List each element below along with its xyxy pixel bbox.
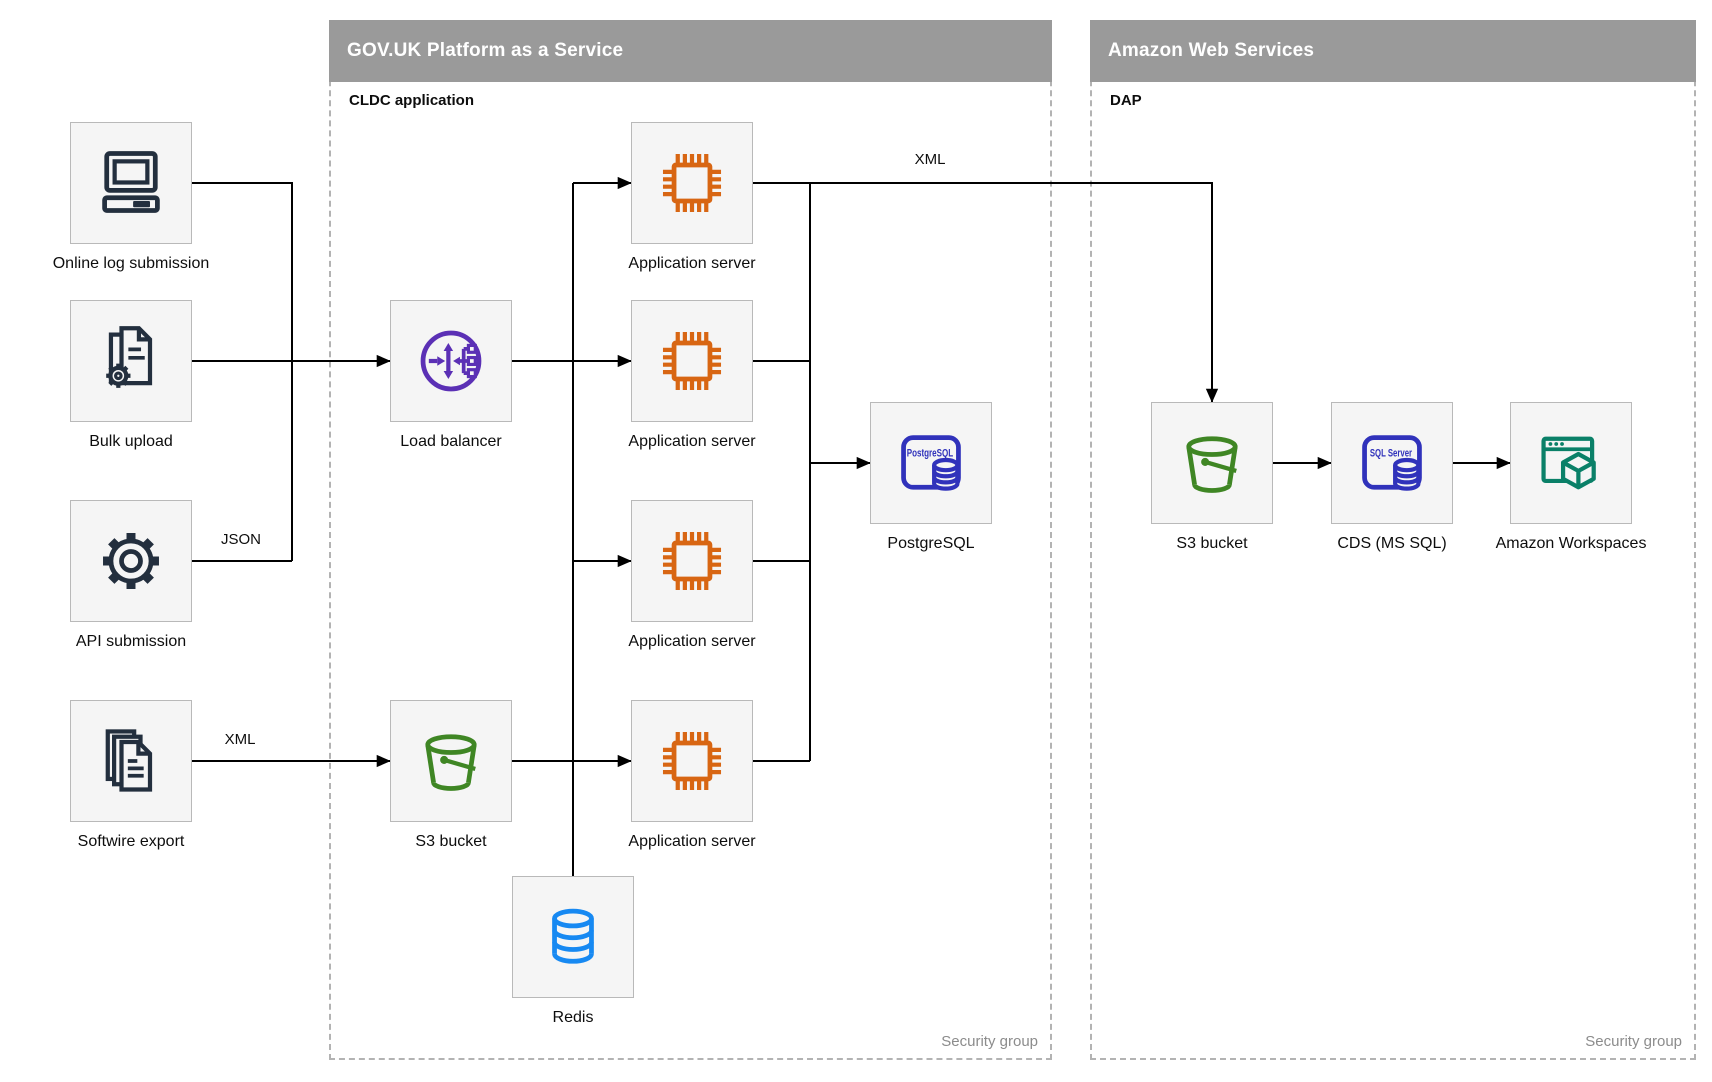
- node-redis: [512, 876, 634, 998]
- node-label-online-log-submission: Online log submission: [52, 255, 210, 272]
- region-govuk-sublabel: CLDC application: [349, 92, 475, 109]
- node-label-redis: Redis: [552, 1009, 594, 1026]
- sql-server-icon: SQL Server: [1362, 435, 1422, 491]
- edge-xml-to-aws-s3: [753, 182, 1219, 403]
- s3-bucket-icon: [425, 734, 477, 791]
- node-label-app-server-3: Application server: [628, 633, 756, 650]
- edge-onlinelog-merge: [192, 182, 293, 561]
- node-api-submission: [70, 500, 192, 622]
- region-aws-header-bar: Amazon Web Services: [1090, 20, 1696, 82]
- cpu-chip-icon: [662, 531, 722, 591]
- node-s3-bucket-paas: [390, 700, 512, 822]
- node-label-amazon-workspaces: Amazon Workspaces: [1495, 535, 1647, 552]
- node-cds-mssql: SQL Server: [1331, 402, 1453, 524]
- node-label-softwire-export: Softwire export: [77, 833, 185, 850]
- bulk-documents-gear-icon: [106, 326, 153, 388]
- node-load-balancer: [390, 300, 512, 422]
- region-aws-security-group-label: Security group: [1585, 1033, 1682, 1050]
- node-s3-bucket-aws: [1151, 402, 1273, 524]
- region-govuk-header-bar: GOV.UK Platform as a Service: [329, 20, 1052, 82]
- s3-bucket-icon: [1186, 436, 1238, 493]
- node-label-app-server-2: Application server: [628, 433, 756, 450]
- region-aws-sublabel: DAP: [1110, 92, 1142, 109]
- node-label-app-server-1: Application server: [628, 255, 756, 272]
- computer-icon: [102, 151, 160, 213]
- node-label-s3-bucket-paas: S3 bucket: [415, 833, 487, 850]
- edge-label-xml-aws: XML: [914, 151, 946, 168]
- region-aws-title: Amazon Web Services: [1108, 40, 1315, 61]
- node-label-api-submission: API submission: [75, 633, 187, 650]
- node-app-server-1: [631, 122, 753, 244]
- region-govuk-paas: GOV.UK Platform as a Service CLDC applic…: [329, 20, 1052, 1060]
- node-label-postgresql: PostgreSQL: [887, 535, 975, 552]
- node-label-bulk-upload: Bulk upload: [89, 433, 173, 450]
- cpu-chip-icon: [662, 731, 722, 791]
- node-label-cds-mssql: CDS (MS SQL): [1337, 535, 1447, 552]
- document-stack-icon: [105, 729, 153, 792]
- cpu-chip-icon: [662, 331, 722, 391]
- node-amazon-workspaces: [1510, 402, 1632, 524]
- node-app-server-2: [631, 300, 753, 422]
- gear-icon: [103, 533, 159, 589]
- edge-label-json: JSON: [220, 531, 262, 548]
- region-aws: Amazon Web Services DAP Security group: [1090, 20, 1696, 1060]
- postgresql-icon: PostgreSQL: [901, 435, 961, 491]
- node-app-server-4: [631, 700, 753, 822]
- svg-text:SQL Server: SQL Server: [1370, 448, 1413, 460]
- node-label-app-server-4: Application server: [628, 833, 756, 850]
- node-postgresql: PostgreSQL: [870, 402, 992, 524]
- node-label-load-balancer: Load balancer: [400, 433, 502, 450]
- node-softwire-export: [70, 700, 192, 822]
- node-label-s3-bucket-aws: S3 bucket: [1176, 535, 1248, 552]
- node-bulk-upload: [70, 300, 192, 422]
- edge-label-xml-softwire: XML: [224, 731, 256, 748]
- node-online-log-submission: [70, 122, 192, 244]
- region-govuk-title: GOV.UK Platform as a Service: [347, 40, 624, 61]
- redis-database-icon: [552, 908, 594, 964]
- cpu-chip-icon: [662, 153, 722, 213]
- workspaces-icon: [1541, 436, 1596, 490]
- region-govuk-security-group-label: Security group: [941, 1033, 1038, 1050]
- load-balancer-icon: [420, 330, 482, 392]
- node-app-server-3: [631, 500, 753, 622]
- svg-text:PostgreSQL: PostgreSQL: [907, 448, 954, 460]
